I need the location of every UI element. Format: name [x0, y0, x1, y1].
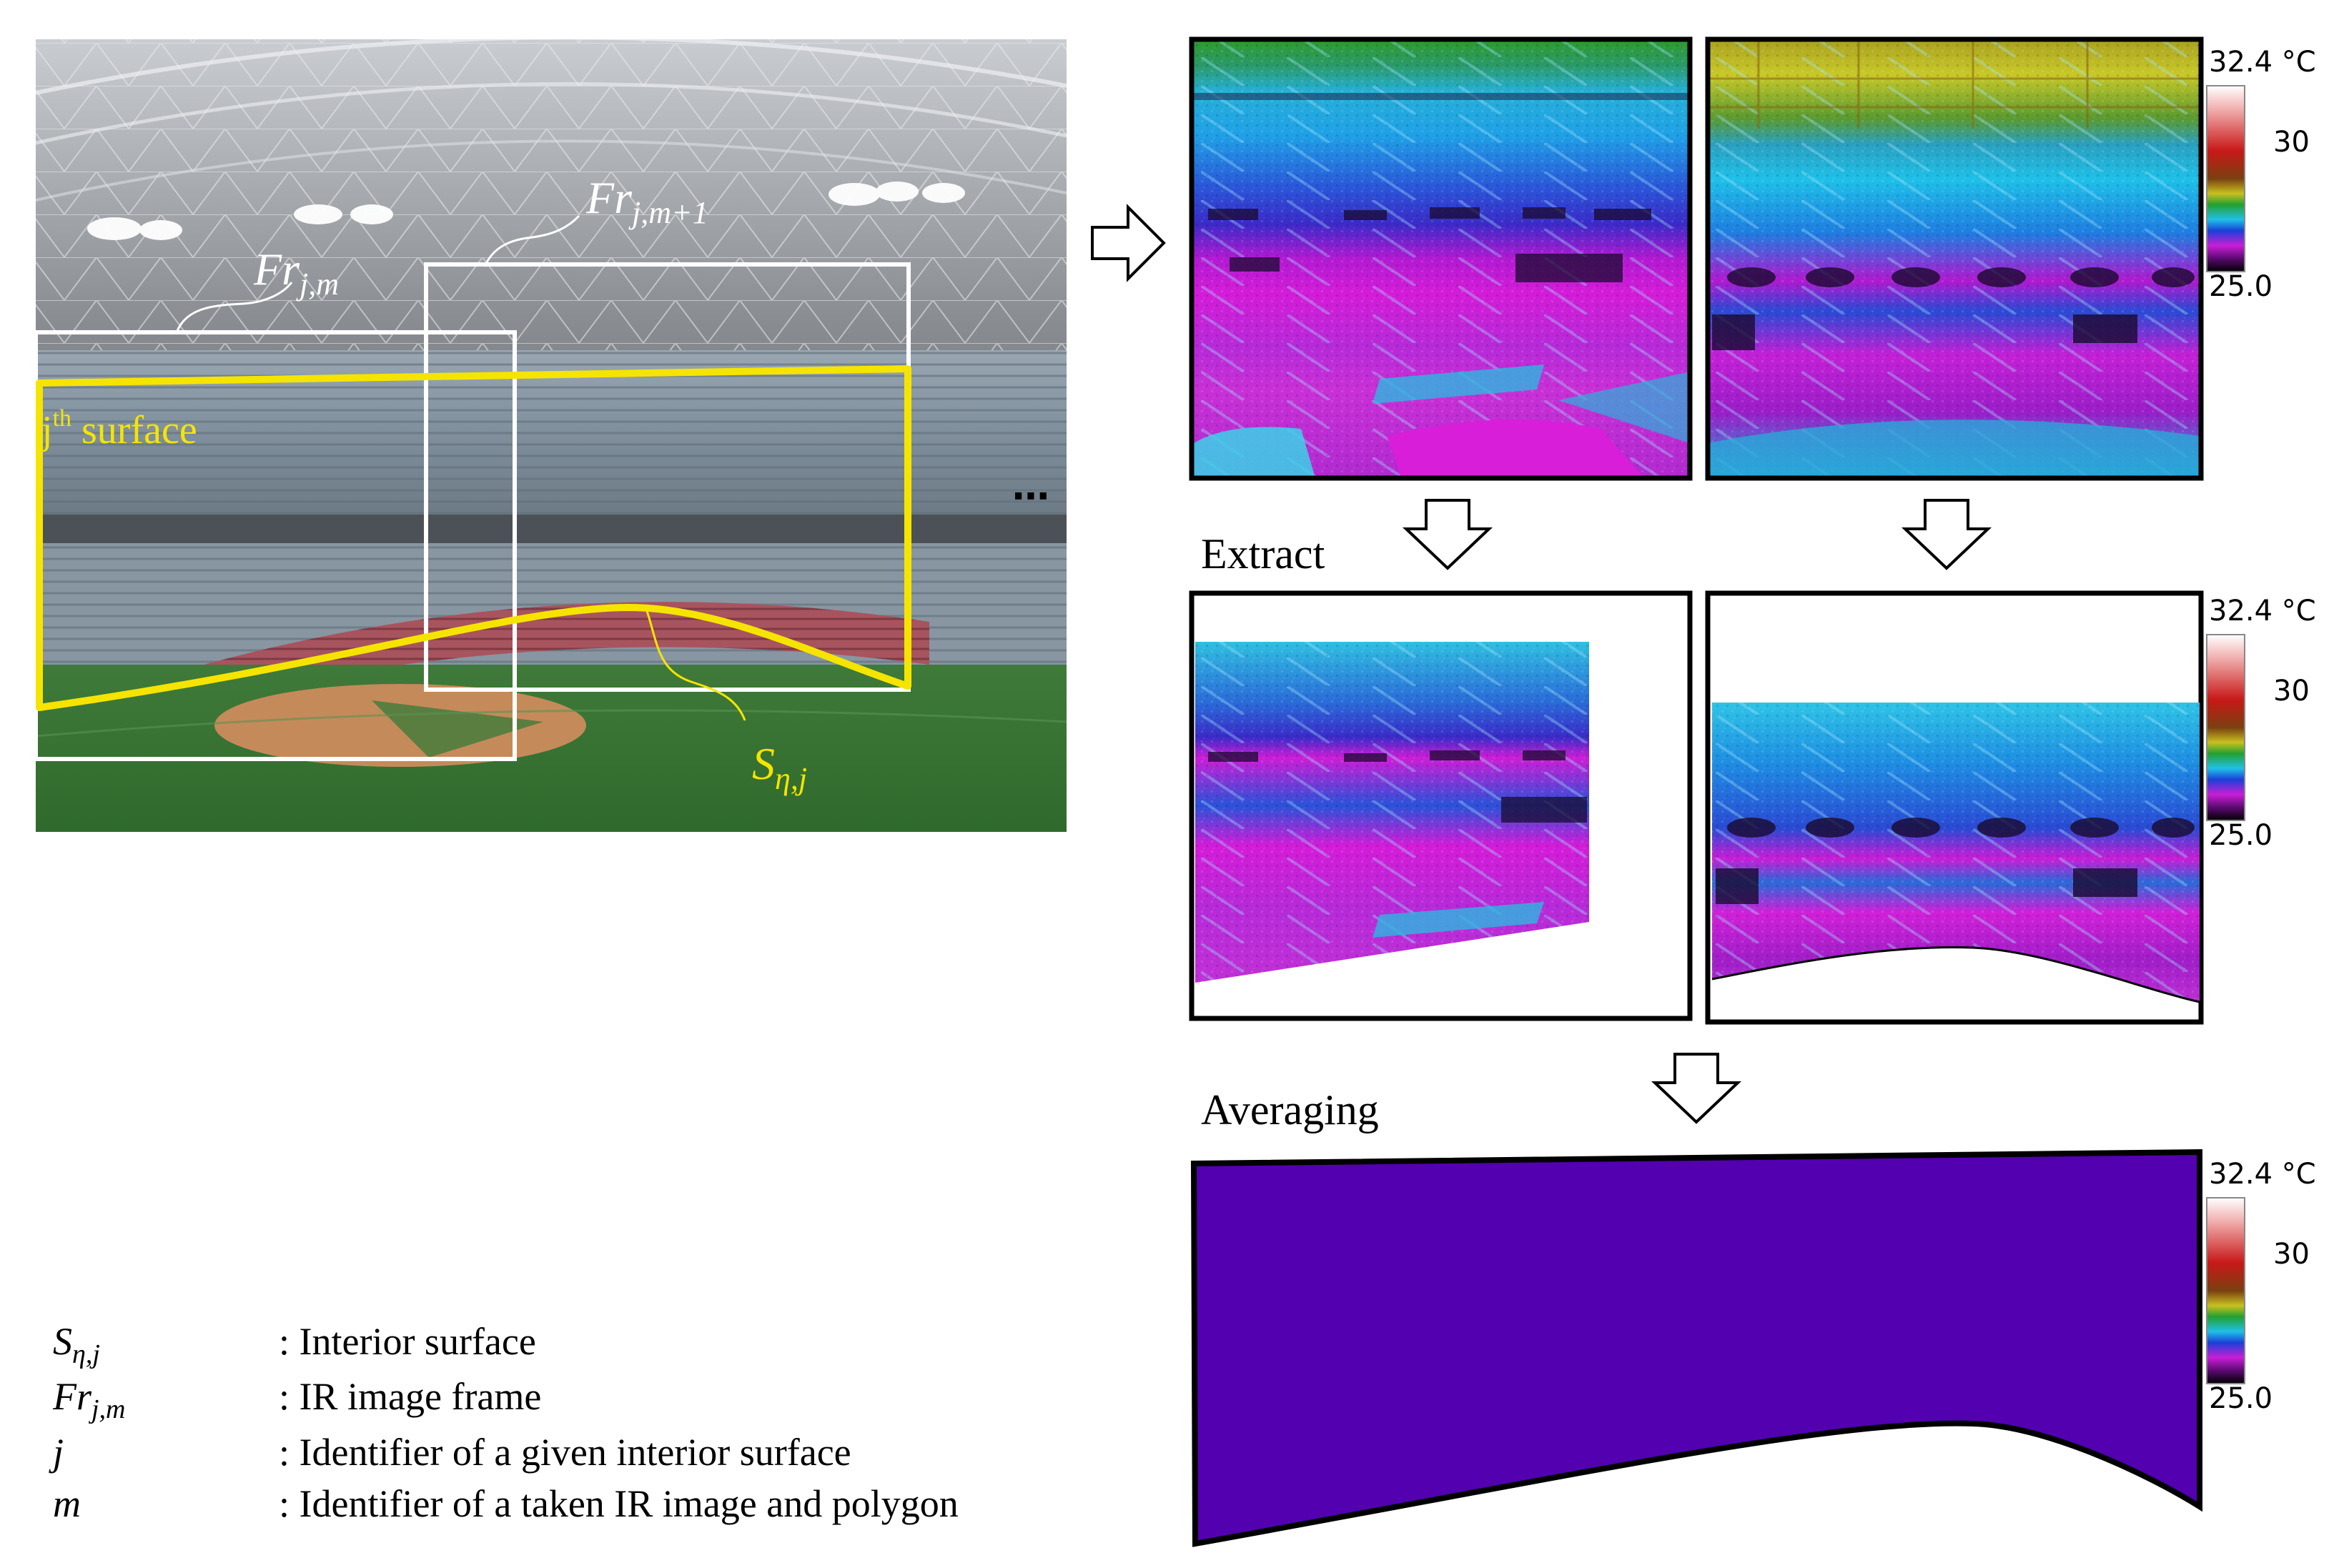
averaged-surface	[1190, 1148, 2202, 1547]
label-jth-surface: jth surface	[40, 405, 197, 452]
colorbar-3-max: 32.4 °C	[2209, 1158, 2316, 1191]
legend-row-m: m : Identifier of a taken IR image and p…	[53, 1482, 959, 1525]
legend-row-j: j : Identifier of a given interior surfa…	[49, 1431, 851, 1474]
legend-row-fr: Frj,m : IR image frame	[52, 1375, 541, 1424]
arrow-down-icon-3	[1651, 1053, 1742, 1124]
legend-row-s: Sη,j : Interior surface	[53, 1320, 536, 1369]
svg-text:j: j	[49, 1431, 64, 1474]
arrow-down-icon-1	[1402, 499, 1493, 570]
step-extract-label: Extract	[1201, 530, 1325, 577]
ir-image-2	[1708, 39, 2201, 478]
colorbar-2: 32.4 °C 30 25.0	[2206, 595, 2316, 852]
svg-text:: Identifier of a given interi: : Identifier of a given interior surface	[279, 1431, 851, 1474]
colorbar-1-mid: 30	[2273, 126, 2310, 159]
label-frame-m1: Frj,m+1	[585, 172, 708, 230]
svg-text:: Identifier of a taken IR ima: : Identifier of a taken IR image and pol…	[279, 1482, 959, 1525]
svg-text:: IR image frame: : IR image frame	[279, 1375, 541, 1418]
step-averaging-label: Averaging	[1201, 1086, 1379, 1133]
svg-text:m: m	[53, 1482, 81, 1525]
extracted-ir-2	[1712, 703, 2200, 1002]
arrow-right-icon	[1091, 204, 1166, 282]
colorbar-2-max: 32.4 °C	[2209, 595, 2316, 627]
colorbar-3-mid: 30	[2273, 1238, 2310, 1271]
label-frame-m: Frj,m	[253, 244, 339, 302]
colorbar-1-max: 32.4 °C	[2209, 46, 2316, 79]
colorbar-3-min: 25.0	[2209, 1382, 2273, 1415]
surface-polygon	[36, 365, 911, 711]
colorbar-3: 32.4 °C 30 25.0	[2206, 1158, 2316, 1415]
ir-frame-2	[1705, 36, 2204, 481]
svg-text:: Interior surface: : Interior surface	[279, 1320, 536, 1363]
svg-text:Frj,m: Frj,m	[52, 1375, 126, 1424]
label-s-eta-j: Sη,j	[752, 738, 807, 796]
legend: Sη,j : Interior surface Frj,m : IR image…	[49, 1320, 959, 1525]
extracted-ir-1	[1195, 642, 1589, 983]
colorbar-1: 32.4 °C 30 25.0	[2206, 46, 2316, 303]
colorbar-2-min: 25.0	[2209, 819, 2273, 852]
ir-image-1	[1192, 39, 1690, 478]
ir-frame-1	[1189, 36, 1693, 481]
arrow-down-icon-2	[1901, 499, 1992, 570]
colorbar-2-mid: 30	[2273, 675, 2310, 708]
ellipsis-mark: ⋯	[1012, 475, 1049, 518]
svg-text:Sη,j: Sη,j	[53, 1320, 100, 1369]
colorbar-1-min: 25.0	[2209, 270, 2273, 303]
